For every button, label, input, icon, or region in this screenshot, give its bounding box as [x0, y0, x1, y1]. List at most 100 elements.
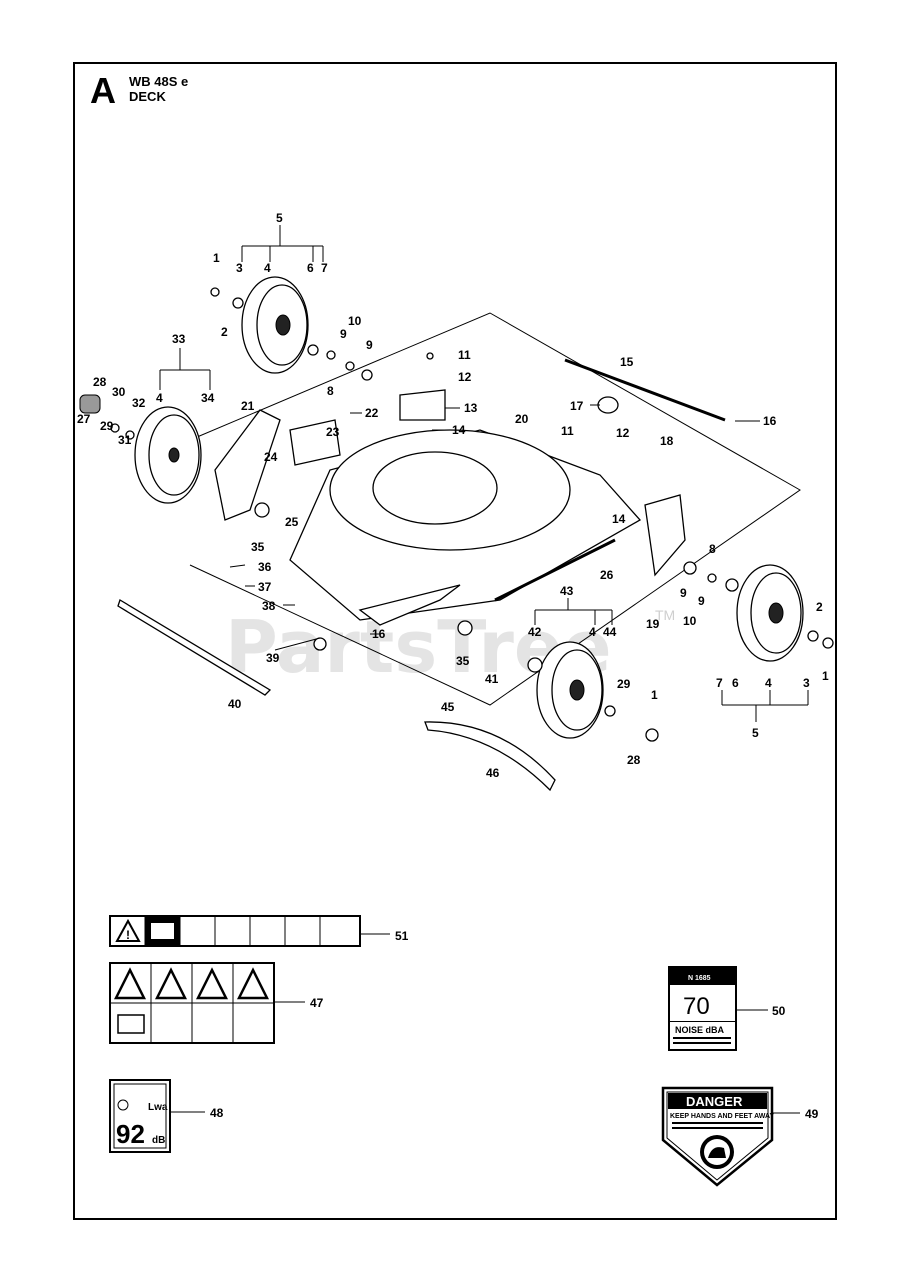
callout-29-left: 29	[100, 419, 114, 433]
callout-6-right: 6	[732, 676, 739, 690]
callout-16-right: 16	[763, 414, 777, 428]
callout-31: 31	[118, 433, 132, 447]
callout-42: 42	[528, 625, 542, 639]
watermark-tm: TM	[655, 607, 675, 623]
callout-27: 27	[77, 412, 91, 426]
fasteners	[79, 287, 834, 742]
decal-50: N 1685 70 NOISE dBA 50	[668, 966, 786, 1051]
callout-19: 19	[646, 617, 660, 631]
callout-49: 49	[805, 1107, 819, 1121]
callout-11-top: 11	[458, 348, 471, 362]
callout-4-left: 4	[156, 391, 163, 405]
callout-3-right: 3	[803, 676, 810, 690]
callout-47: 47	[310, 996, 324, 1010]
leader-lines	[159, 225, 809, 722]
callout-3-top: 3	[236, 261, 243, 275]
callout-1-bottom: 1	[651, 688, 658, 702]
decal-48-unit: dB	[152, 1135, 165, 1146]
decal-50-code: N 1685	[688, 975, 711, 982]
callout-12-mid: 12	[616, 426, 630, 440]
callout-16-left: 16	[372, 627, 386, 641]
axle	[494, 538, 616, 602]
wheel-top-left	[241, 276, 309, 374]
callout-2-right: 2	[816, 600, 823, 614]
rear-rod	[564, 358, 726, 422]
callout-22: 22	[365, 406, 379, 420]
callout-14-mid: 14	[612, 512, 626, 526]
callout-25: 25	[285, 515, 299, 529]
wheel-bottom	[536, 641, 604, 739]
callout-1-top: 1	[213, 251, 220, 265]
callout-28-bottom: 28	[627, 753, 641, 767]
callout-17: 17	[570, 399, 584, 413]
decal-49-heading: DANGER	[686, 1094, 743, 1109]
decal-50-value: 70	[683, 993, 710, 1020]
gearbox	[289, 419, 341, 466]
callout-9-right-a: 9	[680, 586, 687, 600]
decal-48-lwa: Lwa	[148, 1102, 168, 1113]
diagram-frame	[73, 62, 837, 1220]
callout-37: 37	[258, 580, 272, 594]
callout-1-right: 1	[822, 669, 829, 683]
callout-8-right: 8	[709, 542, 716, 556]
callout-5-top: 5	[276, 211, 283, 225]
callout-26: 26	[600, 568, 614, 582]
callout-14-top: 14	[452, 423, 466, 437]
callout-4-bottom: 4	[589, 625, 596, 639]
height-plate	[644, 494, 686, 577]
callout-28-left: 28	[93, 375, 107, 389]
callout-21: 21	[241, 399, 255, 413]
callout-34: 34	[201, 391, 215, 405]
callout-36: 36	[258, 560, 272, 574]
callout-45: 45	[441, 700, 455, 714]
callout-10-right: 10	[683, 614, 697, 628]
callout-46: 46	[486, 766, 500, 780]
callout-4-top: 4	[264, 261, 271, 275]
decal-49-text: KEEP HANDS AND FEET AWAY	[670, 1113, 774, 1120]
callout-4-right: 4	[765, 676, 772, 690]
callout-7-right: 7	[716, 676, 723, 690]
callout-12-top: 12	[458, 370, 472, 384]
wheel-right	[736, 564, 804, 662]
callout-24: 24	[264, 450, 278, 464]
callout-9-top-b: 9	[366, 338, 373, 352]
callout-44: 44	[603, 625, 617, 639]
callout-5-right: 5	[752, 726, 759, 740]
callout-40: 40	[228, 697, 242, 711]
callout-labels: 5 1 3 4 6 7 2 10 9 9 8 11 12 13 14 15 17…	[77, 211, 829, 780]
callout-6-top: 6	[307, 261, 314, 275]
decal-50-caption: NOISE dBA	[675, 1025, 725, 1035]
decal-48-value: 92	[116, 1119, 145, 1149]
assembly-outline	[189, 312, 801, 706]
callout-51: 51	[395, 929, 409, 943]
callout-13: 13	[464, 401, 478, 415]
decal-49: DANGER KEEP HANDS AND FEET AWAY 49	[661, 1086, 819, 1187]
callout-39: 39	[266, 651, 280, 665]
callout-43: 43	[560, 584, 574, 598]
callout-50: 50	[772, 1004, 786, 1018]
callout-9-top-a: 9	[340, 327, 347, 341]
callout-18: 18	[660, 434, 674, 448]
callout-48: 48	[210, 1106, 224, 1120]
decal-47: 47	[109, 962, 324, 1044]
rear-shield	[424, 721, 556, 792]
callout-2-top: 2	[221, 325, 228, 339]
callout-20: 20	[515, 412, 529, 426]
bracket	[399, 389, 446, 421]
svg-text:!: !	[126, 928, 130, 942]
callout-10-top: 10	[348, 314, 362, 328]
callout-8-top: 8	[327, 384, 334, 398]
section-letter: A	[90, 70, 116, 111]
drive-housing	[214, 409, 281, 521]
callout-38: 38	[262, 599, 276, 613]
callout-11-mid: 11	[561, 424, 574, 438]
decal-51: ! 51	[109, 915, 409, 947]
callout-41: 41	[485, 672, 499, 686]
model-name: WB 48S e	[129, 74, 189, 89]
callout-35-left: 35	[251, 540, 265, 554]
callout-23: 23	[326, 425, 340, 439]
callout-9-right-b: 9	[698, 594, 705, 608]
mower-deck	[289, 429, 642, 626]
callout-32: 32	[132, 396, 146, 410]
